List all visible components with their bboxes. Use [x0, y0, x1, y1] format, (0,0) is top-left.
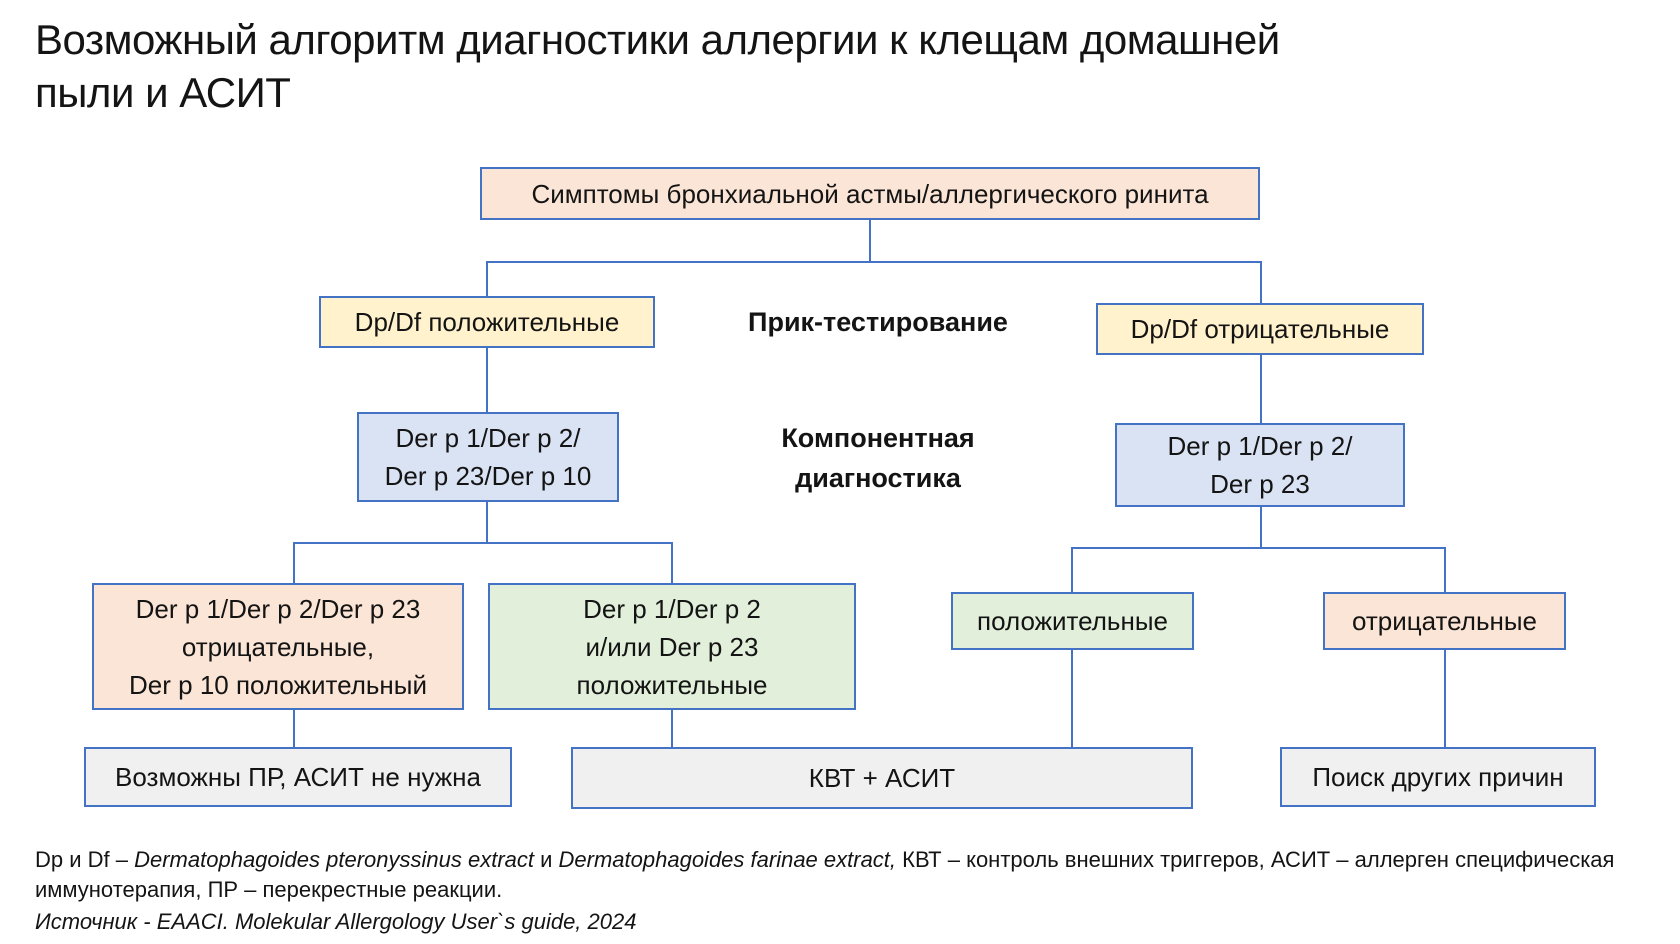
connector-line: [1071, 650, 1073, 748]
footnote-abbreviations: Dp и Df – Dermatophagoides pteronyssinus…: [35, 845, 1625, 906]
node-components-negative: отрицательные: [1323, 592, 1566, 650]
connector-line: [1444, 547, 1446, 593]
connector-line: [1071, 547, 1446, 549]
connector-line: [671, 542, 673, 584]
connector-line: [486, 348, 488, 413]
slide-title: Возможный алгоритм диагностики аллергии …: [35, 16, 1280, 116]
footnote-latin-name-1: Dermatophagoides pteronyssinus extract: [134, 847, 534, 872]
node-outcome-other-causes: Поиск других причин: [1280, 747, 1596, 807]
node-result-cross-reaction: Der p 1/Der p 2/Der p 23 отрицательные, …: [92, 583, 464, 710]
connector-line: [1071, 547, 1073, 593]
node-components-left: Der p 1/Der p 2/ Der p 23/Der p 10: [357, 412, 619, 502]
connector-line: [1260, 507, 1262, 549]
connector-line: [486, 261, 488, 297]
node-dpdf-positive: Dp/Df положительные: [319, 296, 655, 348]
connector-line: [869, 220, 871, 263]
connector-line: [1444, 650, 1446, 748]
connector-line: [1260, 261, 1262, 304]
footnote-text-segment: и: [534, 847, 559, 872]
connector-line: [293, 710, 295, 748]
connector-line: [293, 542, 295, 584]
node-components-positive: положительные: [951, 592, 1194, 650]
footnote-source: Источник - EAACI. Molekular Allergology …: [35, 908, 637, 934]
connector-line: [293, 542, 673, 544]
stage-label-component-diagnostics: Компонентная диагностика: [781, 422, 975, 493]
footnote-text-segment: КВТ – контроль внешних триггеров, АСИТ –…: [35, 847, 1615, 903]
node-symptoms: Симптомы бронхиальной астмы/аллергическо…: [480, 167, 1260, 220]
node-dpdf-negative: Dp/Df отрицательные: [1096, 303, 1424, 355]
footnote: Dp и Df – Dermatophagoides pteronyssinus…: [35, 845, 1625, 937]
connector-line: [486, 502, 488, 543]
node-components-right: Der p 1/Der p 2/ Der p 23: [1115, 423, 1405, 507]
connector-line: [671, 710, 673, 748]
footnote-latin-name-2: Dermatophagoides farinae extract,: [558, 847, 897, 872]
node-outcome-no-asit: Возможны ПР, АСИТ не нужна: [84, 747, 512, 807]
connector-line: [1260, 355, 1262, 423]
footnote-text-segment: Dp и Df –: [35, 847, 135, 872]
node-result-components-positive: Der p 1/Der p 2 и/или Der p 23 положител…: [488, 583, 856, 710]
connector-line: [486, 261, 1262, 263]
stage-label-prick-testing: Прик-тестирование: [748, 307, 1008, 337]
node-outcome-kvt-asit: КВТ + АСИТ: [571, 747, 1193, 809]
